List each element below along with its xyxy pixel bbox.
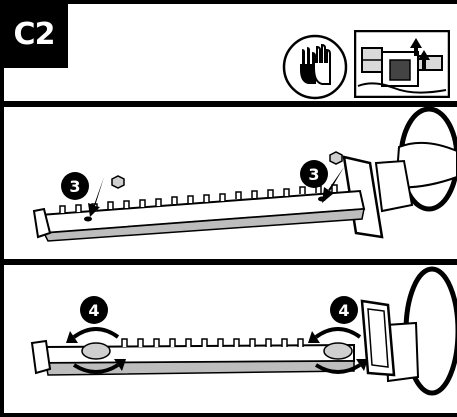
step-label: C2 <box>0 0 68 68</box>
callout-3-right: 3 <box>300 160 328 188</box>
callout-3-left: 3 <box>61 172 89 200</box>
hedge-trimmer-illustration-rotate <box>4 265 457 413</box>
callout-4-left: 4 <box>80 296 108 324</box>
frame-border-left <box>0 0 4 417</box>
lift-arrows-icon <box>354 30 450 98</box>
gloves-icon <box>282 34 348 100</box>
frame-border-top <box>0 0 457 4</box>
callout-4-right: 4 <box>330 296 358 324</box>
panel-divider-top <box>0 101 457 107</box>
panel-divider-bottom <box>0 259 457 265</box>
hedge-trimmer-illustration-bolts <box>4 107 457 259</box>
frame-border-bottom <box>0 413 457 417</box>
